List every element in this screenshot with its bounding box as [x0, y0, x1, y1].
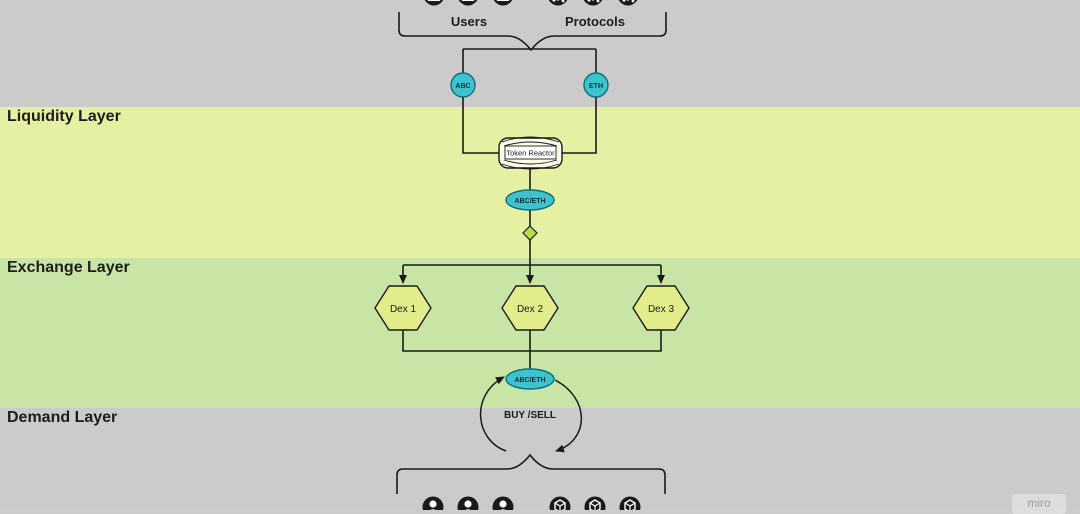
dex-2: Dex 2 [501, 285, 559, 331]
buy-sell-label: BUY /SELL [504, 410, 556, 421]
abc-eth-pair-bottom: ABC/ETH [505, 368, 555, 390]
token-reactor-label: Token Reactor [506, 149, 555, 158]
demand-layer-label: Demand Layer [7, 409, 118, 426]
protocol-icon [548, 495, 572, 510]
top-brace [398, 12, 667, 52]
abc-to-reactor-line [462, 97, 499, 154]
users-label: Users [451, 14, 487, 29]
person-icon [422, 496, 444, 510]
protocol-icon [616, 0, 640, 7]
protocols-label: Protocols [565, 14, 625, 29]
person-icon [492, 496, 514, 510]
person-icon [457, 0, 479, 6]
protocol-icon [581, 0, 605, 7]
top-users-icons [423, 0, 514, 6]
dex-3-label: Dex 3 [648, 304, 675, 315]
eth-token-label: ETH [589, 83, 603, 90]
dex-3: Dex 3 [632, 285, 690, 331]
token-reactor: Token Reactor [498, 136, 563, 170]
protocol-icon [618, 495, 642, 510]
eth-token: ETH [583, 72, 609, 98]
liquidity-layer-label: Liquidity Layer [7, 108, 121, 125]
dex-1-label: Dex 1 [390, 304, 417, 315]
abc-eth-pair-top-label: ABC/ETH [514, 198, 545, 205]
protocol-icon [546, 0, 570, 7]
bottom-brace [396, 453, 666, 494]
abc-token-label: ABC [455, 83, 470, 90]
protocol-icon [583, 495, 607, 510]
exchange-layer-label: Exchange Layer [7, 259, 130, 276]
eth-to-reactor-line [562, 97, 597, 154]
top-protocols-icons [546, 0, 640, 7]
top-zone [0, 0, 1080, 107]
miro-watermark: miro [1012, 494, 1066, 514]
dex-2-label: Dex 2 [517, 304, 544, 315]
brace-connector [462, 48, 597, 73]
person-icon [457, 496, 479, 510]
bottom-users-icons [422, 496, 514, 510]
buy-cycle-arrow [479, 376, 507, 452]
split-diamond [522, 225, 538, 241]
dex-1: Dex 1 [374, 285, 432, 331]
bottom-protocols-icons [548, 495, 642, 510]
person-icon [423, 0, 445, 6]
demand-layer-band [0, 408, 1080, 510]
sell-cycle-arrow [554, 379, 582, 453]
abc-eth-pair-bottom-label: ABC/ETH [514, 377, 545, 384]
dex-merge-line [402, 330, 662, 369]
liquidity-layer-band [0, 107, 1080, 258]
abc-eth-pair-top: ABC/ETH [505, 189, 555, 211]
person-icon [492, 0, 514, 6]
abc-token: ABC [450, 72, 476, 98]
